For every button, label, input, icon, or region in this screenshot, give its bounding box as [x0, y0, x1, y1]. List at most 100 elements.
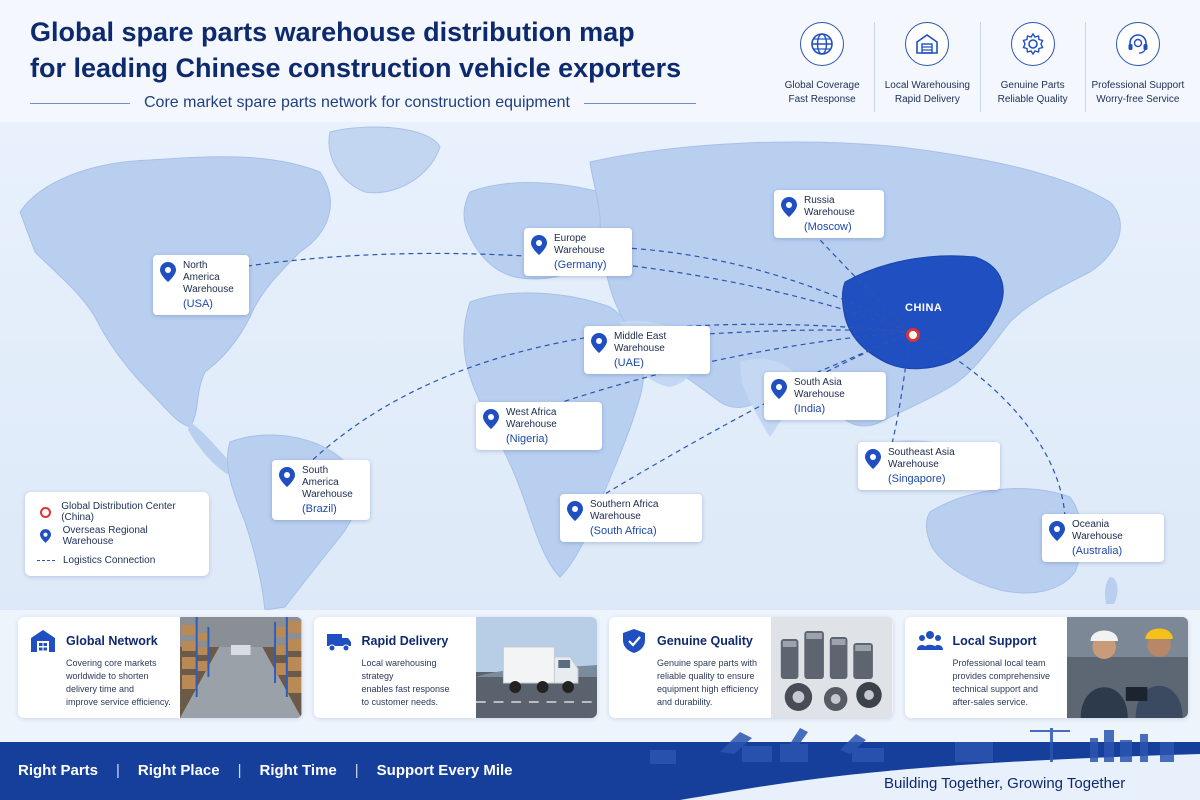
slogan-item: Right Time	[259, 762, 337, 779]
slogan-item: Right Parts	[18, 762, 99, 779]
warehouse-south-asia[interactable]: South Asia Warehouse (India)	[764, 372, 886, 420]
warehouse-name-line-2: Warehouse	[302, 489, 353, 500]
map-legend: Global Distribution Center (China) Overs…	[25, 492, 209, 576]
dashed-line-icon	[35, 559, 57, 561]
benefit-title: Local Support	[952, 634, 1037, 648]
china-label: CHINA	[905, 302, 943, 314]
benefit-desc-line: Genuine spare parts with	[657, 658, 758, 668]
team-icon	[915, 627, 945, 655]
slogan-item: Support Every Mile	[376, 762, 513, 779]
benefit-desc-line: equipment high efficiency	[657, 684, 759, 694]
delivery-truck-image	[475, 617, 597, 718]
warehouse-southeast-asia[interactable]: Southeast Asia Warehouse (Singapore)	[858, 442, 1000, 490]
legend-label: Global Distribution Center (China)	[61, 501, 176, 523]
warehouse-russia[interactable]: Russia Warehouse (Moscow)	[774, 190, 884, 238]
spare-parts-image	[771, 617, 893, 718]
warehouse-name: South Asia Warehouse	[794, 377, 845, 400]
benefit-rapid-delivery: Rapid Delivery Local warehousing strateg…	[313, 617, 597, 718]
title-line-2: for leading Chinese construction vehicle…	[30, 53, 682, 83]
location-pin-icon	[35, 529, 57, 543]
headset-icon	[1115, 22, 1160, 66]
slogan-separator: |	[354, 762, 359, 779]
continent-central-america	[188, 422, 237, 475]
location-pin-icon	[1049, 521, 1065, 541]
subtitle-divider-right	[583, 102, 696, 104]
legend-label: Logistics Connection	[63, 554, 156, 566]
benefit-head: Genuine Quality	[619, 627, 763, 655]
benefit-desc-line: Covering core markets	[66, 658, 157, 668]
warehouse-middle-east[interactable]: Middle East Warehouse (UAE)	[584, 326, 710, 374]
benefit-description: Local warehousing strategy enables fast …	[362, 657, 468, 709]
location-pin-icon	[591, 333, 607, 353]
warehouse-name: Europe Warehouse	[554, 233, 605, 256]
warehouse-north-america[interactable]: North America Warehouse (USA)	[153, 255, 249, 315]
benefit-desc-line: and durability.	[657, 697, 713, 707]
subtitle-row: Core market spare parts network for cons…	[30, 92, 730, 114]
route-australia	[909, 331, 1066, 518]
footer-slogans: Right Parts | Right Place | Right Time |…	[18, 762, 513, 779]
benefits-row: Global Network Covering core markets wor…	[18, 617, 1188, 718]
benefit-description: Professional local team provides compreh…	[953, 657, 1059, 709]
benefit-description: Genuine spare parts with reliable qualit…	[657, 657, 763, 709]
world-map: CHINA North America Warehouse (USA) Euro…	[0, 122, 1200, 610]
benefit-text: Rapid Delivery Local warehousing strateg…	[314, 617, 476, 718]
feature-subtitle: Worry-free Service	[1096, 94, 1180, 105]
benefit-desc-line: Professional local team	[952, 658, 1046, 668]
location-pin-icon	[160, 262, 176, 282]
warehouse-location: (Nigeria)	[506, 433, 549, 445]
legend-item-logistics: Logistics Connection	[35, 548, 199, 572]
benefit-desc-line: provides comprehensive	[952, 671, 1051, 681]
feature-global-coverage: Global Coverage Fast Response	[770, 22, 876, 112]
slogan-separator: |	[116, 762, 120, 779]
warehouse-name: South America	[302, 465, 339, 488]
feature-strip: Global Coverage Fast Response Local Ware…	[770, 22, 1190, 112]
feature-subtitle: Fast Response	[788, 94, 856, 105]
distribution-center-icon	[35, 506, 55, 518]
warehouse-name: Russia Warehouse	[804, 195, 855, 218]
feature-title: Local Warehousing	[884, 80, 970, 91]
location-pin-icon	[279, 467, 295, 487]
warehouse-shelves-image	[180, 617, 302, 718]
location-pin-icon	[771, 379, 787, 399]
warehouse-location: (UAE)	[614, 357, 644, 369]
shield-check-icon	[619, 627, 649, 655]
subtitle-divider-left	[30, 102, 130, 104]
construction-silhouettes	[650, 728, 1174, 764]
warehouse-location: (South Africa)	[590, 525, 657, 537]
warehouse-europe[interactable]: Europe Warehouse (Germany)	[524, 228, 632, 276]
legend-item-center: Global Distribution Center (China)	[35, 500, 199, 524]
feature-title: Genuine Parts	[1000, 80, 1065, 91]
warehouse-name-line-2: Warehouse	[183, 284, 234, 295]
warehouse-location: (Germany)	[554, 259, 607, 271]
warehouse-name: Southern Africa Warehouse	[590, 499, 659, 522]
warehouse-west-africa[interactable]: West Africa Warehouse (Nigeria)	[476, 402, 602, 450]
location-pin-icon	[781, 197, 797, 217]
benefit-description: Covering core markets worldwide to short…	[66, 657, 172, 709]
warehouse-location: (India)	[794, 403, 826, 415]
benefit-desc-line: worldwide to shorten	[66, 671, 149, 681]
location-pin-icon	[567, 501, 583, 521]
page-title: Global spare parts warehouse distributio…	[30, 14, 770, 86]
warehouse-icon	[905, 22, 950, 66]
truck-icon	[324, 627, 354, 655]
benefit-title: Genuine Quality	[657, 634, 753, 648]
benefit-global-network: Global Network Covering core markets wor…	[18, 617, 302, 718]
feature-title: Global Coverage	[784, 80, 860, 91]
benefit-desc-line: technical support and	[952, 684, 1039, 694]
warehouse-location: (Australia)	[1072, 545, 1123, 557]
warehouse-south-america[interactable]: South America Warehouse (Brazil)	[272, 460, 370, 520]
benefit-title: Global Network	[66, 634, 158, 648]
continent-japan	[1008, 251, 1027, 291]
warehouse-name: Southeast Asia Warehouse	[888, 447, 955, 470]
slogan-separator: |	[237, 762, 242, 779]
benefit-head: Rapid Delivery	[324, 627, 468, 655]
location-pin-icon	[531, 235, 547, 255]
feature-local-warehousing: Local Warehousing Rapid Delivery	[875, 22, 981, 112]
header: Global spare parts warehouse distributio…	[0, 0, 1200, 122]
benefit-text: Local Support Professional local team pr…	[905, 617, 1067, 718]
distribution-center-marker[interactable]	[906, 328, 920, 342]
legend-item-regional: Overseas Regional Warehouse	[35, 524, 199, 548]
warehouse-southern-africa[interactable]: Southern Africa Warehouse (South Africa)	[560, 494, 702, 542]
feature-professional-support: Professional Support Worry-free Service	[1086, 22, 1190, 112]
warehouse-oceania[interactable]: Oceania Warehouse (Australia)	[1042, 514, 1164, 562]
